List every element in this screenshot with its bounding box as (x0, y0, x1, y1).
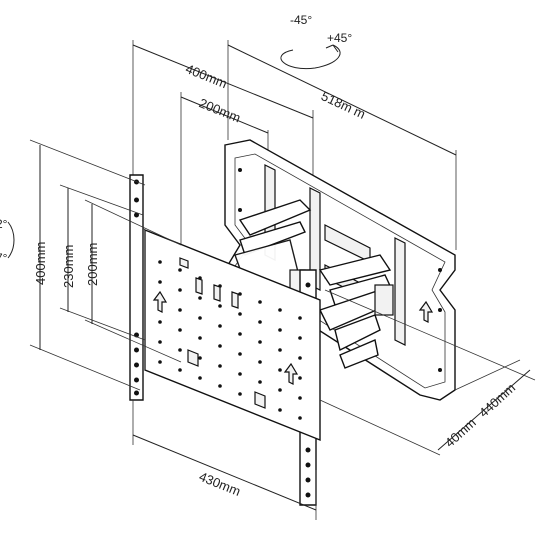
plate-hole (218, 304, 222, 308)
plate-hole (178, 268, 182, 272)
plate-hole (278, 368, 282, 372)
rotation-indicator: -45° +45° (280, 13, 352, 70)
dim-line-200-top (180, 96, 269, 134)
rotation-left-label: -45° (290, 13, 312, 27)
plate-hole (298, 416, 302, 420)
plate-hole (238, 292, 242, 296)
plate-hole (178, 368, 182, 372)
plate-hole (198, 336, 202, 340)
plate-hole (158, 360, 162, 364)
dim-depth-40: 40mm (442, 415, 479, 450)
plate-hole (178, 328, 182, 332)
plate-hole (158, 260, 162, 264)
plate-hole (258, 300, 262, 304)
plate-hole (278, 388, 282, 392)
plate-hole (218, 344, 222, 348)
dim-left-400: 400mm (33, 242, 48, 285)
plate-hole (198, 316, 202, 320)
dim-top-200: 200mm (197, 95, 243, 125)
plate-hole (278, 408, 282, 412)
plate-hole (178, 348, 182, 352)
plate-hole (298, 356, 302, 360)
dim-line-400-top (132, 44, 314, 119)
dim-bottom-430: 430mm (197, 469, 243, 499)
tilt-bottom-label: 7° (0, 251, 8, 265)
dim-top-518: 518m m (319, 88, 368, 121)
plate-hole (218, 384, 222, 388)
tilt-arrow-icon (7, 221, 15, 259)
plate-hole (158, 320, 162, 324)
left-dimensions: 400mm 230mm 200mm (29, 139, 182, 391)
dim-line-518 (227, 44, 457, 156)
plate-up-arrow-right-icon (283, 362, 299, 385)
tilt-top-label: 2° (0, 217, 8, 231)
plate-hole (298, 396, 302, 400)
plate-hole (238, 392, 242, 396)
plate-hole (198, 356, 202, 360)
plate-hole (298, 376, 302, 380)
plate-hole (178, 288, 182, 292)
dim-left-230: 230mm (61, 245, 76, 288)
plate-hole (158, 340, 162, 344)
rotation-arrow-icon (280, 44, 341, 70)
plate-hole (158, 280, 162, 284)
rotation-right-label: +45° (327, 31, 352, 45)
plate-hole (258, 360, 262, 364)
plate-hole (298, 316, 302, 320)
plate-hole (198, 296, 202, 300)
plate-hole (298, 336, 302, 340)
plate-hole (238, 352, 242, 356)
plate-hole (198, 376, 202, 380)
plate-hole (218, 324, 222, 328)
plate-hole (258, 320, 262, 324)
rotation-arrowhead-icon (325, 44, 339, 53)
dim-left-200: 200mm (85, 243, 100, 286)
plate-hole (238, 372, 242, 376)
tv-mount-plate (142, 227, 321, 442)
plate-hole (178, 308, 182, 312)
plate-hole (218, 364, 222, 368)
dim-depth-440: 440mm (476, 380, 518, 420)
plate-hole (258, 340, 262, 344)
dim-top-400: 400mm (183, 61, 229, 91)
plate-hole (238, 332, 242, 336)
plate-hole (238, 312, 242, 316)
tilt-indicator: 2° 7° (0, 217, 15, 265)
plate-up-arrow-left-icon (152, 290, 168, 313)
wall-plate-up-arrow-icon (418, 300, 434, 323)
plate-hole (278, 348, 282, 352)
plate-hole (258, 380, 262, 384)
articulating-arms (234, 199, 394, 369)
bottom-dimension: 430mm (132, 400, 317, 520)
plate-hole (278, 308, 282, 312)
plate-hole (278, 328, 282, 332)
